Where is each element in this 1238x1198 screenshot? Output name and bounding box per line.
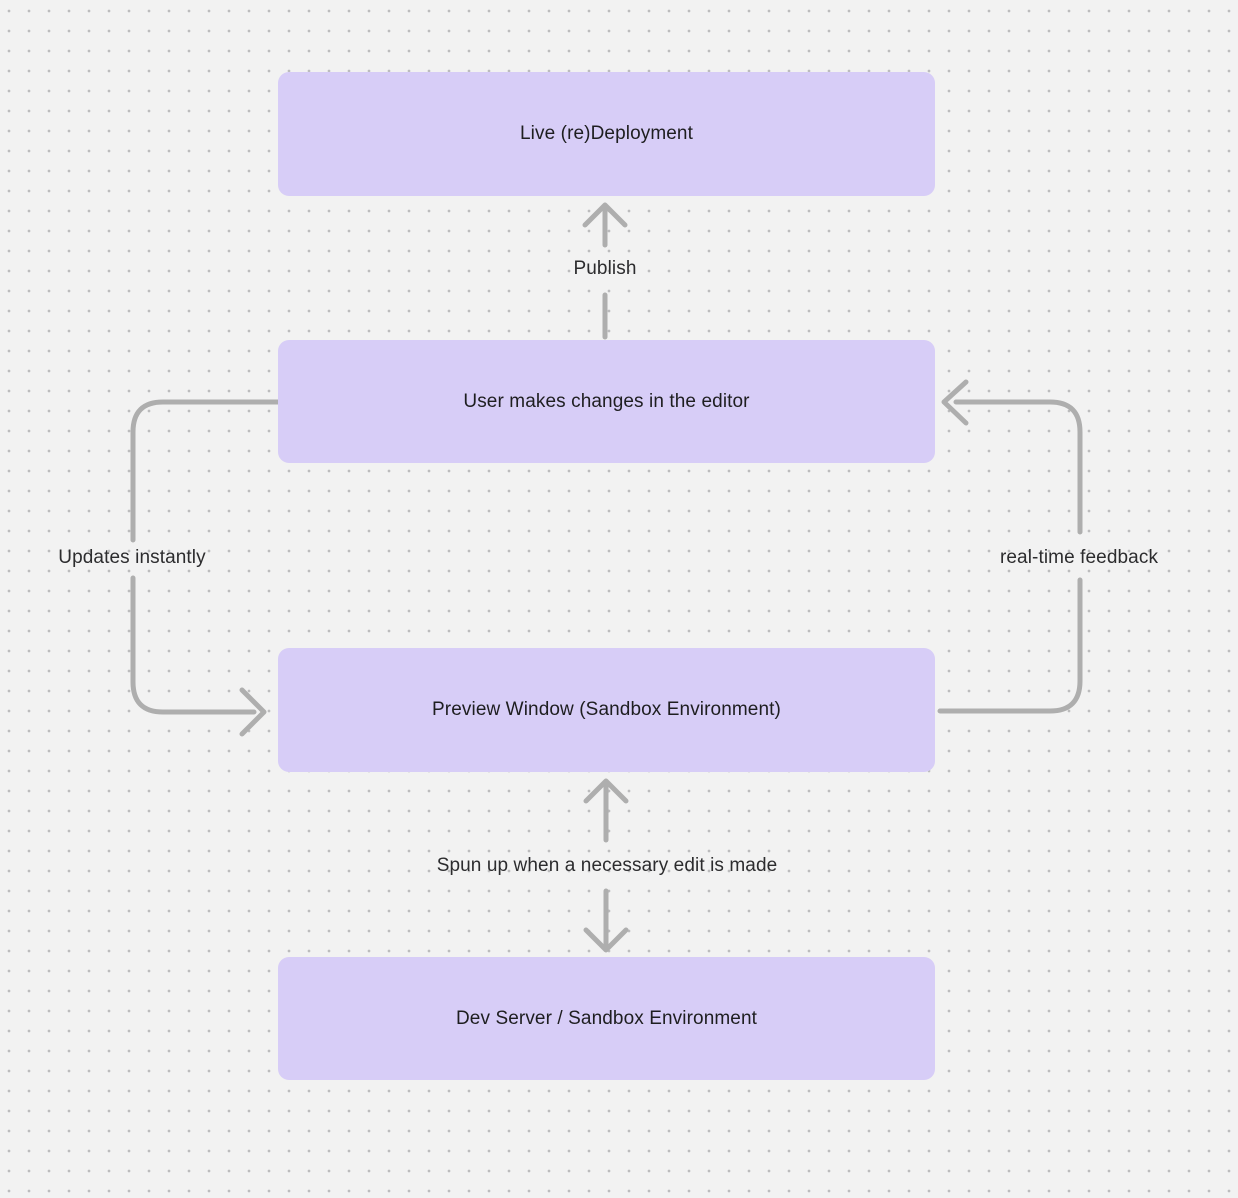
- node-live-deployment-label: Live (re)Deployment: [520, 123, 693, 144]
- edge-label-spun-up: Spun up when a necessary edit is made: [436, 855, 778, 876]
- node-preview-window-label: Preview Window (Sandbox Environment): [432, 699, 781, 720]
- arrowhead-right-icon: [239, 687, 267, 737]
- arrowhead-up2-icon: [583, 778, 629, 804]
- edge-updates-line-upper: [130, 399, 281, 543]
- node-editor-changes-label: User makes changes in the editor: [463, 390, 750, 412]
- edge-realtime-line-lower: [937, 577, 1083, 714]
- node-dev-server[interactable]: Dev Server / Sandbox Environment: [278, 957, 935, 1080]
- arrowhead-down-icon: [583, 927, 629, 953]
- edge-label-realtime-feedback: real-time feedback: [999, 547, 1159, 568]
- node-editor-changes[interactable]: User makes changes in the editor: [278, 340, 935, 463]
- edge-realtime-line-upper: [953, 399, 1083, 535]
- node-preview-window[interactable]: Preview Window (Sandbox Environment): [278, 648, 935, 772]
- node-live-deployment[interactable]: Live (re)Deployment: [278, 72, 935, 196]
- edge-label-updates-instantly: Updates instantly: [58, 547, 206, 568]
- arrowhead-left-icon: [941, 379, 969, 426]
- arrowhead-up-icon: [582, 202, 628, 228]
- edge-updates-line-lower: [130, 575, 257, 715]
- edge-label-publish: Publish: [573, 258, 637, 279]
- node-dev-server-label: Dev Server / Sandbox Environment: [455, 1007, 757, 1029]
